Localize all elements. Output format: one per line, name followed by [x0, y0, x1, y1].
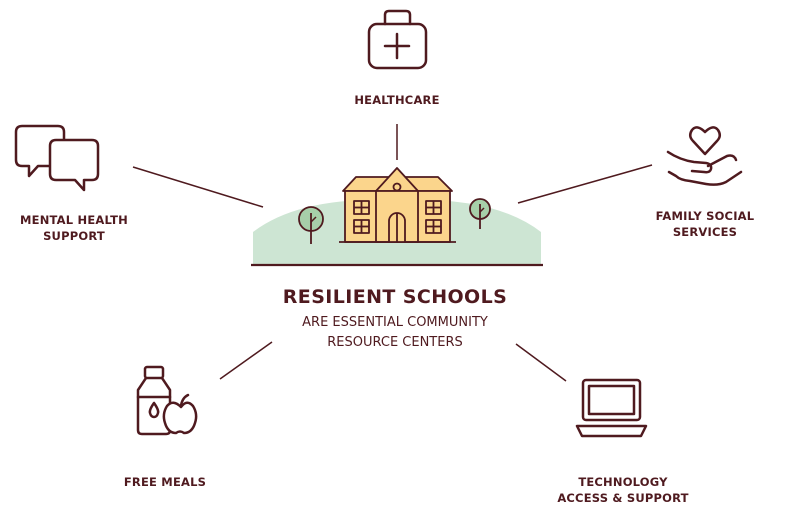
node-label-free-meals: FREE MEALS	[123, 475, 207, 489]
tree-left-icon	[298, 206, 324, 244]
center-subtitle: ARE ESSENTIAL COMMUNITY RESOURCE CENTERS	[302, 315, 488, 350]
school-building-icon	[339, 167, 456, 243]
center-title: RESILIENT SCHOOLS	[282, 286, 508, 308]
node-label-mental-health: MENTAL HEALTH SUPPORT	[20, 213, 128, 243]
heart-in-hand-icon	[666, 126, 743, 186]
connector-free-meals	[219, 341, 273, 380]
school-illustration	[251, 167, 543, 267]
tree-right-icon	[469, 198, 491, 229]
connector-lines	[132, 124, 653, 382]
medical-bag-icon	[367, 9, 428, 70]
connector-family-social	[517, 164, 653, 204]
connector-mental-health	[132, 166, 264, 208]
speech-bubbles-icon	[14, 124, 100, 192]
node-label-technology: TECHNOLOGY ACCESS & SUPPORT	[557, 475, 689, 505]
laptop-icon	[575, 378, 648, 438]
node-label-healthcare: HEALTHCARE	[354, 93, 440, 107]
connector-technology	[515, 343, 567, 382]
milk-bottle-and-apple-icon	[136, 365, 198, 436]
node-label-family-social: FAMILY SOCIAL SERVICES	[655, 209, 755, 239]
